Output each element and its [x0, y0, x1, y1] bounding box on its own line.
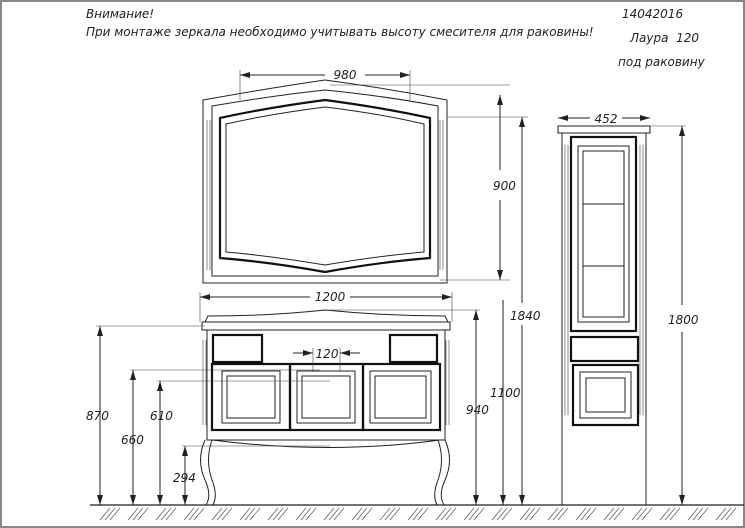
floor-hatch-mark	[165, 507, 177, 521]
floor-hatch-mark	[697, 507, 709, 521]
floor-hatch-mark	[613, 507, 625, 521]
floor-hatch-mark	[389, 507, 401, 521]
floor-hatch-mark	[524, 507, 536, 521]
floor-hatch-mark	[641, 507, 653, 521]
dim-mirror-height: 900	[493, 179, 516, 193]
floor-hatch-mark	[300, 507, 312, 521]
model-label: Лаура 120	[629, 31, 699, 45]
floor-hatch-mark	[585, 507, 597, 521]
floor-hatch-mark	[636, 507, 648, 521]
floor-hatch-mark	[305, 507, 317, 521]
floor-hatch-mark	[132, 507, 144, 521]
floor-hatch-mark	[379, 507, 391, 521]
floor-hatch-mark	[221, 507, 233, 521]
floor-hatch-mark	[323, 507, 335, 521]
dim-height-870: 870	[86, 409, 109, 423]
dim-height-1100: 1100	[490, 386, 521, 400]
floor-hatch-mark	[575, 507, 587, 521]
floor-hatch-mark	[463, 507, 475, 521]
floor-hatch-mark	[552, 507, 564, 521]
floor-hatch-mark	[272, 507, 284, 521]
floor-hatch-mark	[557, 507, 569, 521]
floor-hatch-mark	[501, 507, 513, 521]
floor-hatch-mark	[267, 507, 279, 521]
floor-hatch-mark	[692, 507, 704, 521]
floor-hatch-mark	[687, 507, 699, 521]
dim-height-660: 660	[121, 433, 144, 447]
floor-hatch-mark	[519, 507, 531, 521]
dim-height-940: 940	[466, 403, 489, 417]
floor-hatch-mark	[137, 507, 149, 521]
floor-hatch-mark	[183, 507, 195, 521]
floor-hatch-mark	[155, 507, 167, 521]
floor-hatch-mark	[160, 507, 172, 521]
vanity-cabinet	[200, 309, 451, 506]
date-label: 14042016	[622, 7, 683, 21]
floor-hatch-mark	[328, 507, 340, 521]
floor-hatch-mark	[631, 507, 643, 521]
floor-hatch-mark	[468, 507, 480, 521]
dim-mirror-width: 980	[334, 68, 357, 82]
dim-cabinet-width: 1200	[315, 290, 346, 304]
floor-hatch-mark	[211, 507, 223, 521]
floor-hatch-mark	[99, 507, 111, 521]
floor-hatch-mark	[239, 507, 251, 521]
floor-hatch-mark	[669, 507, 681, 521]
floor-hatch-mark	[473, 507, 485, 521]
dim-column-height: 1800	[668, 313, 699, 327]
floor-hatch-mark	[435, 507, 447, 521]
floor-hatch-mark	[127, 507, 139, 521]
floor-hatch-mark	[725, 507, 737, 521]
floor-hatch-mark	[720, 507, 732, 521]
floor-hatch-mark	[188, 507, 200, 521]
floor-hatch-mark	[412, 507, 424, 521]
floor-hatch-mark	[580, 507, 592, 521]
dim-height-294: 294	[173, 471, 196, 485]
floor-line	[90, 504, 744, 521]
floor-hatch-mark	[608, 507, 620, 521]
floor-hatch-mark	[361, 507, 373, 521]
floor-hatch-mark	[193, 507, 205, 521]
dim-column-width: 452	[595, 112, 618, 126]
floor-hatch-mark	[659, 507, 671, 521]
floor-hatch-mark	[295, 507, 307, 521]
floor-hatch-mark	[351, 507, 363, 521]
subtitle-label: под раковину	[618, 55, 706, 69]
floor-hatch-mark	[333, 507, 345, 521]
dim-height-610: 610	[150, 409, 173, 423]
floor-hatch-mark	[109, 507, 121, 521]
floor-hatch-mark	[440, 507, 452, 521]
floor-hatch-mark	[603, 507, 615, 521]
floor-hatch-mark	[664, 507, 676, 521]
floor-hatch-mark	[216, 507, 228, 521]
floor-hatch-mark	[547, 507, 559, 521]
floor-hatch-mark	[384, 507, 396, 521]
floor-hatch-mark	[529, 507, 541, 521]
floor-hatch-mark	[496, 507, 508, 521]
floor-hatch-mark	[417, 507, 429, 521]
dim-faucet-spacing: 120	[316, 347, 339, 361]
floor-hatch-mark	[249, 507, 261, 521]
floor-hatch-mark	[407, 507, 419, 521]
floor-hatch-mark	[104, 507, 116, 521]
floor-hatch-mark	[277, 507, 289, 521]
column-cabinet	[557, 125, 651, 506]
floor-hatch-mark	[491, 507, 503, 521]
floor-hatch-mark	[244, 507, 256, 521]
mirror	[202, 79, 448, 284]
floor-hatch-mark	[715, 507, 727, 521]
warning-text: При монтаже зеркала необходимо учитывать…	[86, 25, 594, 39]
floor-hatch-mark	[445, 507, 457, 521]
floor-hatch-mark	[356, 507, 368, 521]
warning-title: Внимание!	[86, 7, 154, 21]
dim-mirror-top-height: 1840	[510, 309, 541, 323]
